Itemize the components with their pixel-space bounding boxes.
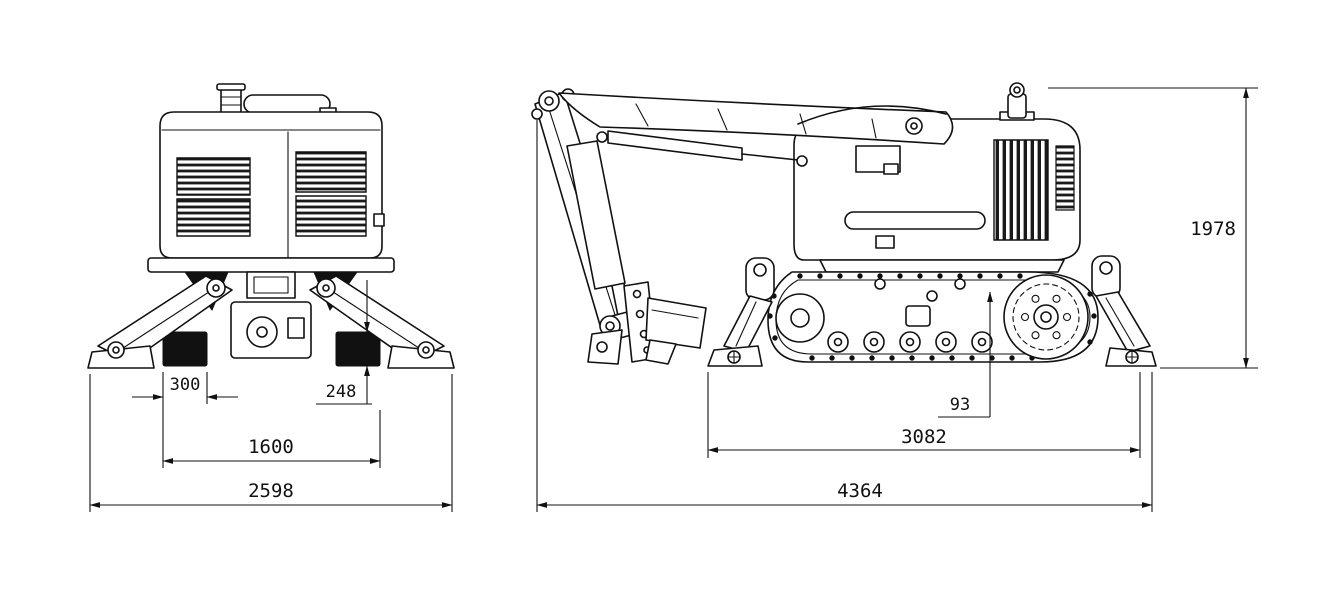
boom-arm-assembly [532, 89, 953, 364]
idler-wheel [776, 294, 824, 342]
dim-label-4364: 4364 [837, 480, 883, 502]
dim-248: 248 [316, 280, 372, 404]
machine-body [794, 119, 1080, 272]
dim-3082: 3082 [708, 372, 1140, 458]
front-track-pads [163, 332, 380, 366]
roof-beacon [1000, 83, 1034, 120]
dim-label-3082: 3082 [901, 426, 947, 448]
right-outrigger [310, 276, 454, 368]
front-side-outrigger [708, 258, 774, 366]
dim-label-93: 93 [950, 395, 970, 415]
rear-side-outrigger [1092, 256, 1156, 366]
left-outrigger [88, 276, 232, 368]
side-view-machine [532, 83, 1156, 366]
dim-label-2598: 2598 [248, 480, 294, 502]
front-view-machine [88, 84, 454, 368]
drive-sprocket [1004, 275, 1088, 359]
dim-label-248: 248 [326, 382, 357, 402]
dim-label-300: 300 [170, 375, 201, 395]
dim-2598: 2598 [90, 374, 452, 512]
dim-label-1978: 1978 [1190, 218, 1236, 240]
center-gearbox [231, 272, 311, 358]
track-cleats [768, 274, 1096, 360]
dim-300: 300 [132, 372, 238, 404]
dimensions: 300 248 1600 2598 1978 [90, 88, 1258, 512]
dim-1600: 1600 [163, 372, 380, 468]
housing-vent-grilles [177, 152, 366, 236]
track-assembly [768, 272, 1098, 362]
dim-4364: 4364 [537, 120, 1152, 512]
base-plate [148, 258, 394, 272]
road-wheels [828, 279, 992, 352]
dim-1978: 1978 [1048, 88, 1258, 368]
dim-93: 93 [938, 291, 993, 417]
dim-label-1600: 1600 [248, 436, 294, 458]
